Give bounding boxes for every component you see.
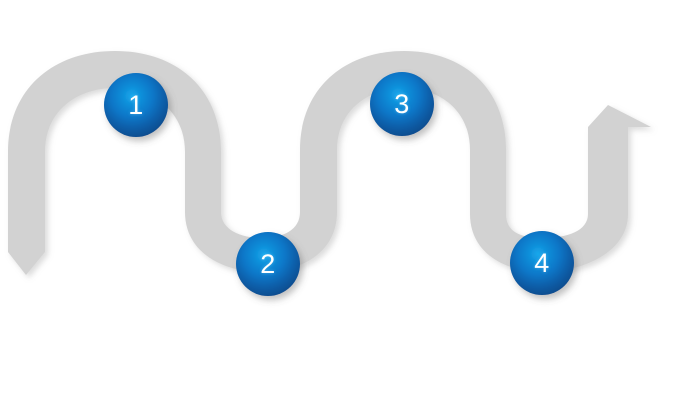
serpentine-ribbon-group [8, 51, 651, 275]
step-nodes-group [104, 72, 574, 296]
step-node-4-label-wrap[interactable]: 4 [510, 231, 574, 295]
step-node-3[interactable] [370, 72, 434, 136]
step-node-2-label-wrap[interactable]: 2 [236, 232, 300, 296]
step-node-4-sphere[interactable] [510, 231, 574, 295]
step-node-3-label-wrap[interactable]: 3 [370, 72, 434, 136]
step-node-4-number: 4 [534, 247, 550, 278]
step-node-4[interactable] [510, 231, 574, 295]
step-node-2-number: 2 [260, 248, 276, 279]
serpentine-ribbon [8, 51, 651, 275]
step-node-2[interactable] [236, 232, 300, 296]
step-node-2-sphere[interactable] [236, 232, 300, 296]
step-node-1[interactable] [104, 73, 168, 137]
step-node-1-number: 1 [128, 89, 144, 120]
step-node-3-number: 3 [394, 88, 410, 119]
step-node-1-sphere[interactable] [104, 73, 168, 137]
step-node-3-sphere[interactable] [370, 72, 434, 136]
step-node-1-label-wrap[interactable]: 1 [104, 73, 168, 137]
